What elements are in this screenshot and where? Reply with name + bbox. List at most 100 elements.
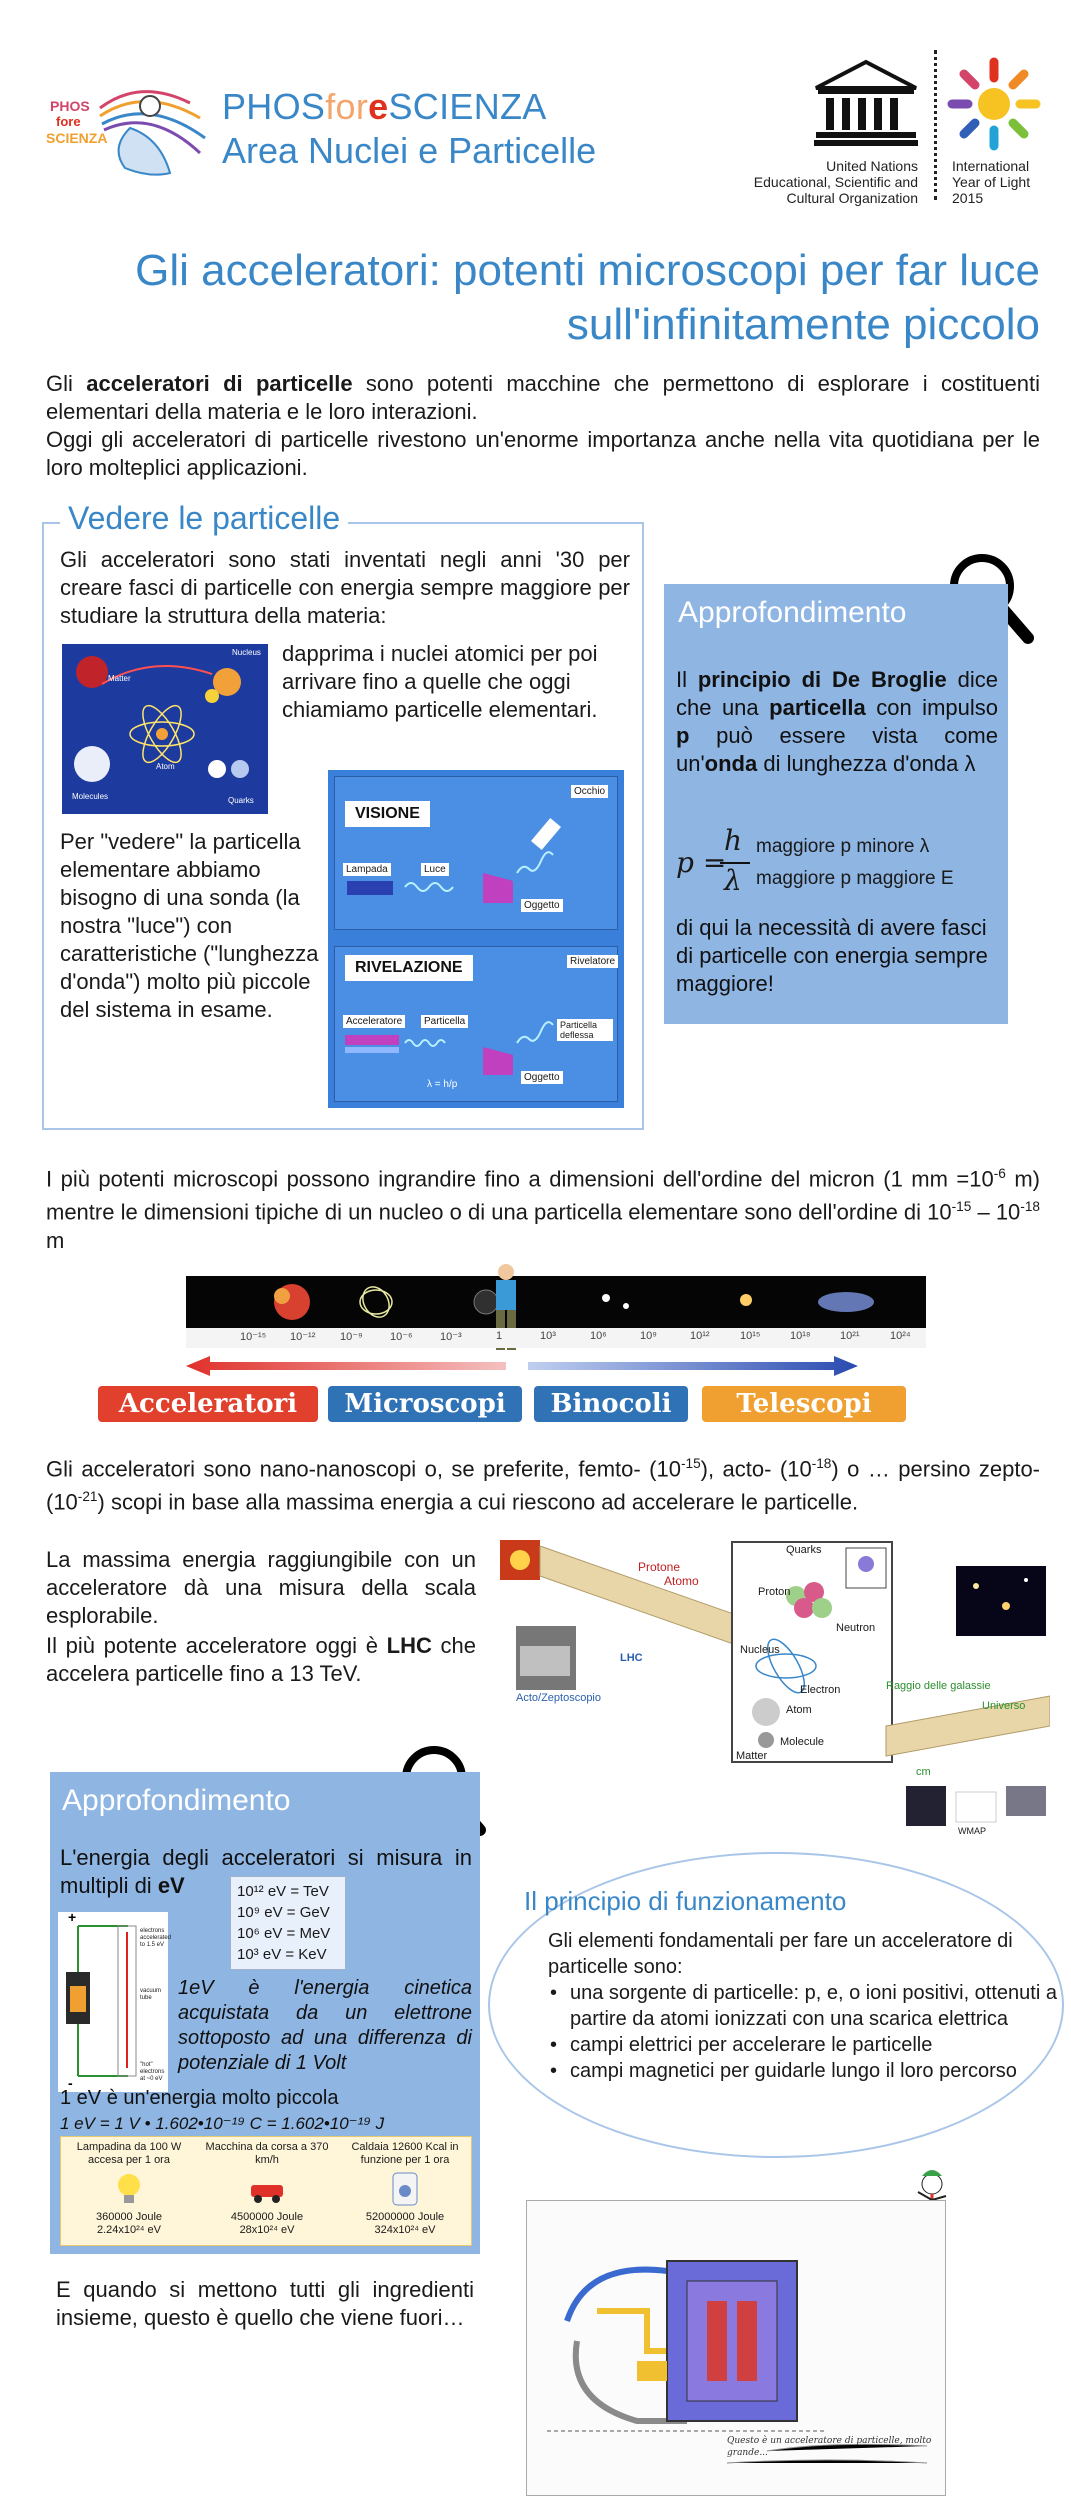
formula-rule-1: maggiore p minore λ xyxy=(756,836,930,857)
scale-tick: 10⁻⁶ xyxy=(390,1331,413,1343)
unit-row: 10³ eV = KeV xyxy=(237,1946,327,1963)
example-ev: 2.24x10²⁴ eV xyxy=(96,2224,162,2236)
closing-text: E quando si mettono tutti gli ingredient… xyxy=(56,2277,474,2330)
drawing-caption: Questo è un acceleratore di particelle, … xyxy=(727,2436,932,2458)
ruler-label-neutron: Neutron xyxy=(836,1622,876,1634)
atom-label-quarks: Quarks xyxy=(228,796,254,805)
svg-text:+: + xyxy=(68,1912,76,1925)
nano-paragraph-1: Gli acceleratori sono nano-nanoscopi o, … xyxy=(46,1456,1041,1515)
unit-table: 10¹² eV = TeV 10⁹ eV = GeV 10⁶ eV = MeV … xyxy=(230,1876,346,1970)
unit-row: 10⁹ eV = GeV xyxy=(237,1904,330,1921)
scale-chip-acceleratori: Acceleratori xyxy=(98,1386,318,1422)
rivelazione-panel: RIVELAZIONE Acceleratore Particella Ogge… xyxy=(334,946,619,1102)
race-car-icon xyxy=(247,2171,287,2207)
logo-text-phos: PHOS xyxy=(50,98,90,114)
formula-lhs: p = xyxy=(676,846,727,879)
debroglie-title: Approfondimento xyxy=(678,596,907,629)
scale-tick: 1 xyxy=(496,1330,503,1342)
ruler-label-proton: Proton xyxy=(758,1586,791,1598)
visione-rivelazione-diagram: VISIONE Lampada Luce Oggetto Occhio RIVE… xyxy=(328,770,624,1108)
list-item: una sorgente di particelle: p, e, o ioni… xyxy=(548,1980,1060,2032)
visione-label-lampada: Lampada xyxy=(343,863,391,876)
visione-label-occhio: Occhio xyxy=(571,785,609,798)
scale-tick: 10¹⁵ xyxy=(740,1330,761,1342)
scale-text: I più potenti microscopi possono ingrand… xyxy=(46,1166,1041,1253)
scale-axis: 10⁻¹⁵ 10⁻¹² 10⁻⁹ 10⁻⁶ 10⁻³ 1 10³ 10⁶ 10⁹… xyxy=(186,1328,926,1348)
debroglie-text: Il principio di De Broglie dice che una … xyxy=(676,667,998,776)
atom-label-atom: Atom xyxy=(156,762,175,771)
nano-paragraph-3: Il più potente acceleratore oggi è LHC c… xyxy=(46,1633,476,1686)
energy-examples: Lampadina da 100 W accesa per 1 ora 3600… xyxy=(60,2136,472,2246)
rivelazione-label-particella: Particella xyxy=(421,1015,469,1028)
ruler-label-molecule: Molecule xyxy=(780,1736,825,1748)
energia-title: Approfondimento xyxy=(62,1784,291,1817)
principio-title: Il principio di funzionamento xyxy=(524,1886,847,1916)
ruler-label-alma: ALMA xyxy=(1010,1818,1035,1828)
scale-tick: 10³ xyxy=(540,1330,556,1342)
nano-paragraph-2: La massima energia raggiungibile con un … xyxy=(46,1547,476,1628)
unit-row: 10⁶ eV = MeV xyxy=(237,1925,331,1942)
scale-tick: 10⁻⁹ xyxy=(340,1331,363,1343)
vedere-title: Vedere le particelle xyxy=(60,500,349,537)
atom-label-matter: Matter xyxy=(108,674,131,683)
ev-conversion: 1 eV = 1 V • 1.602•10⁻¹⁹ C = 1.602•10⁻¹⁹… xyxy=(60,2114,385,2133)
rivelazione-formula: λ = h/p xyxy=(427,1079,458,1090)
formula-rule-2: maggiore p maggiore E xyxy=(756,868,954,889)
iyl-caption: International Year of Light 2015 xyxy=(952,158,1031,206)
rivelazione-label-acceleratore: Acceleratore xyxy=(343,1015,406,1028)
scale-tick: 10⁻³ xyxy=(440,1331,462,1343)
principio-list: una sorgente di particelle: p, e, o ioni… xyxy=(548,1980,1060,2084)
list-item: campi elettrici per accelerare le partic… xyxy=(548,2032,1060,2058)
svg-text:-: - xyxy=(68,2075,73,2091)
visione-panel: VISIONE Lampada Luce Oggetto Occhio xyxy=(334,776,618,930)
brand-title: PHOSforeSCIENZA xyxy=(222,86,547,127)
ruler-label-protone: Protone xyxy=(638,1560,681,1574)
rivelazione-label-rivelatore: Rivelatore xyxy=(567,955,619,968)
ruler-label-lhc: LHC xyxy=(620,1652,643,1664)
scale-chip-binocoli: Binocoli xyxy=(534,1386,688,1422)
vedere-p1: Gli acceleratori sono stati inventati ne… xyxy=(60,547,630,628)
rivelazione-label-oggetto: Oggetto xyxy=(521,1071,563,1084)
example-lampadina: Lampadina da 100 W accesa per 1 ora 3600… xyxy=(61,2141,197,2237)
iyl-logo xyxy=(946,56,1042,152)
example-ev: 28x10²⁴ eV xyxy=(239,2224,295,2236)
logo-text-scienza: SCIENZA xyxy=(46,130,108,146)
phos-logo: PHOS fore SCIENZA xyxy=(40,68,210,183)
scale-tick: 10¹² xyxy=(690,1330,710,1342)
principio-intro: Gli elementi fondamentali per fare un ac… xyxy=(548,1930,1013,1978)
ruler-label-matter: Matter xyxy=(736,1750,768,1762)
debroglie-box: Approfondimento Il principio di De Brogl… xyxy=(664,584,1008,1024)
ruler-label-atom: Atom xyxy=(786,1704,812,1716)
brand-subtitle: Area Nuclei e Particelle xyxy=(222,130,597,171)
logo-text-fore: fore xyxy=(56,114,81,129)
scale-chip-telescopi: Telescopi xyxy=(702,1386,906,1422)
circuit-label-hot: "hot" electrons at ~0 eV xyxy=(140,2062,165,2082)
circuit-diagram: + - electrons accelerated to 1.5 eV vacu… xyxy=(58,1909,171,2092)
boiler-icon xyxy=(385,2171,425,2207)
formula-bar xyxy=(720,862,750,864)
debroglie-conclusion: di qui la necessità di avere fasci di pa… xyxy=(676,915,988,996)
ev-definition: 1eV è l'energia cinetica acquistata da u… xyxy=(178,1977,472,2074)
scale-tick: 10²¹ xyxy=(840,1330,860,1342)
scale-tick: 10⁶ xyxy=(590,1330,607,1342)
vedere-p3: Per "vedere" la particella elementare ab… xyxy=(60,829,319,1022)
ruler-label-actoscopio: Acto/Zeptoscopio xyxy=(516,1692,601,1704)
formula-denominator: λ xyxy=(724,864,742,897)
ruler-label-universo: Universo xyxy=(982,1700,1026,1712)
unesco-caption: United Nations Educational, Scientific a… xyxy=(753,158,918,206)
energia-intro: L'energia degli acceleratori si misura i… xyxy=(60,1845,472,1898)
scale-tick: 10⁻¹² xyxy=(290,1331,316,1343)
child-drawing-lhc: Questo è un acceleratore di particelle, … xyxy=(526,2200,946,2496)
ruler-label-electron: Electron xyxy=(800,1684,841,1696)
debroglie-formula: p = h λ maggiore p minore λ maggiore p m… xyxy=(676,824,1002,898)
formula-numerator: h xyxy=(724,824,743,857)
vedere-p2: dapprima i nuclei atomici per poi arriva… xyxy=(282,641,598,722)
ruler-label-wmap: WMAP xyxy=(958,1826,986,1836)
scale-ruler-diagram: Protone Atomo Quarks Proton Neutron Nucl… xyxy=(496,1536,1051,1836)
example-head: Lampadina da 100 W accesa per 1 ora xyxy=(76,2141,182,2166)
visione-label-luce: Luce xyxy=(421,863,449,876)
unesco-logo xyxy=(812,58,920,148)
atom-label-molecules: Molecules xyxy=(72,792,109,801)
rivelazione-label-deflessa: Particella deflessa xyxy=(557,1019,613,1041)
example-head: Macchina da corsa a 370 km/h xyxy=(205,2141,329,2166)
